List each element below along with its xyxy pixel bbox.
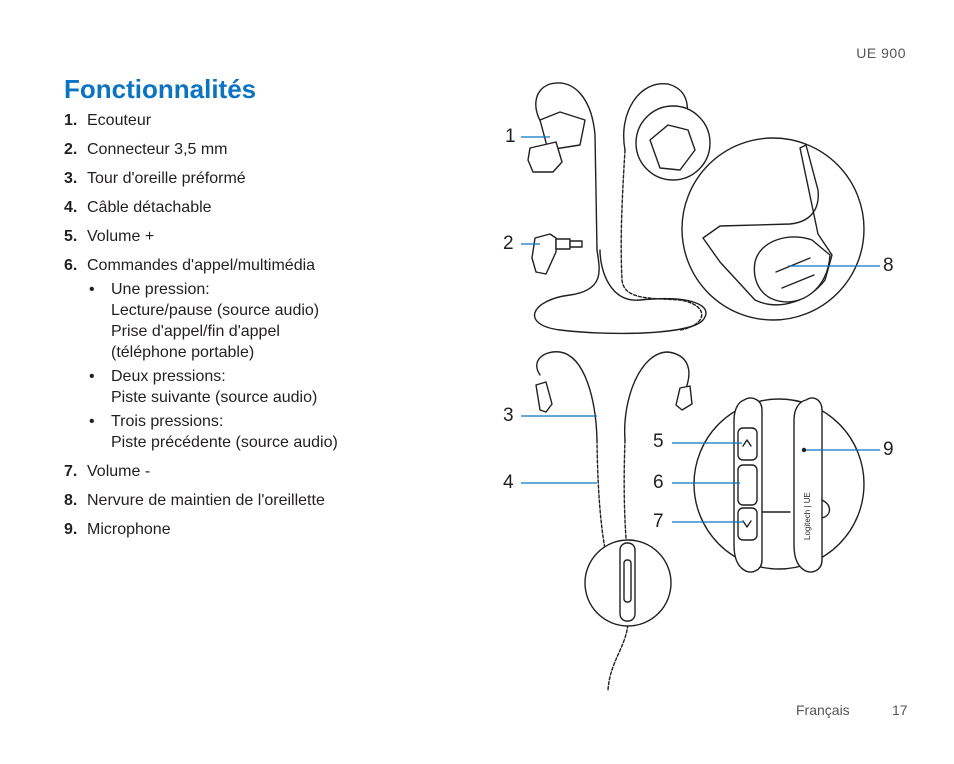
feature-num: 5. [64, 228, 78, 245]
feature-label: Volume - [87, 463, 151, 480]
sub-item-double-press: Deux pressions: Piste suivante (source a… [87, 366, 394, 408]
earphone-diagram: Logitech | UE [521, 82, 880, 691]
sub-line: Trois pressions: [111, 413, 224, 430]
cable-right-top [620, 149, 703, 331]
feature-num: 3. [64, 170, 78, 187]
feature-item-1: 1. Ecouteur [64, 110, 394, 131]
feature-num: 6. [64, 257, 78, 274]
header-model: UE 900 [856, 45, 906, 61]
connector-3-5mm [531, 233, 583, 275]
feature-label: Microphone [87, 521, 171, 538]
feature-item-9: 9. Microphone [64, 519, 394, 540]
left-earhook-bottom [535, 351, 598, 441]
feature-item-7: 7. Volume - [64, 461, 394, 482]
feature-item-5: 5. Volume + [64, 226, 394, 247]
callout-2: 2 [503, 233, 514, 254]
callout-4: 4 [503, 472, 514, 493]
callout-9: 9 [883, 439, 894, 460]
sub-line: Piste suivante (source audio) [111, 389, 318, 406]
zoom-circle-remote-large [693, 398, 865, 570]
callout-1: 1 [505, 126, 516, 147]
right-earhook-bottom [623, 351, 693, 441]
remote-brand-text: Logitech | UE [803, 492, 812, 540]
feature-num: 8. [64, 492, 78, 509]
feature-item-3: 3. Tour d'oreille préformé [64, 168, 394, 189]
feature-6-sublist: Une pression: Lecture/pause (source audi… [87, 279, 394, 453]
callout-8: 8 [883, 255, 894, 276]
sub-line: Une pression: [111, 281, 210, 298]
feature-num: 2. [64, 141, 78, 158]
callout-5: 5 [653, 431, 664, 452]
sub-item-single-press: Une pression: Lecture/pause (source audi… [87, 279, 394, 363]
footer-language: Français [796, 702, 850, 718]
feature-item-8: 8. Nervure de maintien de l'oreillette [64, 490, 394, 511]
feature-item-6: 6. Commandes d'appel/multimédia Une press… [64, 255, 394, 453]
callout-3: 3 [503, 405, 514, 426]
feature-label: Câble détachable [87, 199, 212, 216]
remote-control-front [733, 397, 763, 573]
feature-num: 1. [64, 112, 78, 129]
sub-item-triple-press: Trois pressions: Piste précédente (sourc… [87, 411, 394, 453]
feature-label: Tour d'oreille préformé [87, 170, 246, 187]
cable-tail [607, 619, 629, 691]
page-title: Fonctionnalités [64, 74, 257, 104]
sub-line: Piste précédente (source audio) [111, 434, 338, 451]
sub-line: Deux pressions: [111, 368, 226, 385]
cable-left-top [533, 249, 707, 335]
remote-control-back [793, 397, 831, 573]
feature-label: Ecouteur [87, 112, 152, 129]
sub-line: Prise d'appel/fin d'appel [111, 323, 280, 340]
feature-list: 1. Ecouteur 2. Connecteur 3,5 mm 3. Tour d'… [64, 110, 394, 548]
feature-label: Nervure de maintien de l'oreillette [87, 492, 325, 509]
feature-label: Connecteur 3,5 mm [87, 141, 228, 158]
feature-item-2: 2. Connecteur 3,5 mm [64, 139, 394, 160]
sub-line: (téléphone portable) [111, 344, 255, 361]
callout-6: 6 [653, 472, 664, 493]
callout-7: 7 [653, 511, 664, 532]
feature-item-4: 4. Câble détachable [64, 197, 394, 218]
feature-num: 4. [64, 199, 78, 216]
feature-num: 7. [64, 463, 78, 480]
feature-label: Volume + [87, 228, 155, 245]
sub-line: Lecture/pause (source audio) [111, 302, 320, 319]
feature-num: 9. [64, 521, 78, 538]
footer-page-number: 17 [892, 702, 908, 718]
feature-label: Commandes d'appel/multimédia [87, 257, 316, 274]
left-earhook-top [527, 82, 598, 251]
